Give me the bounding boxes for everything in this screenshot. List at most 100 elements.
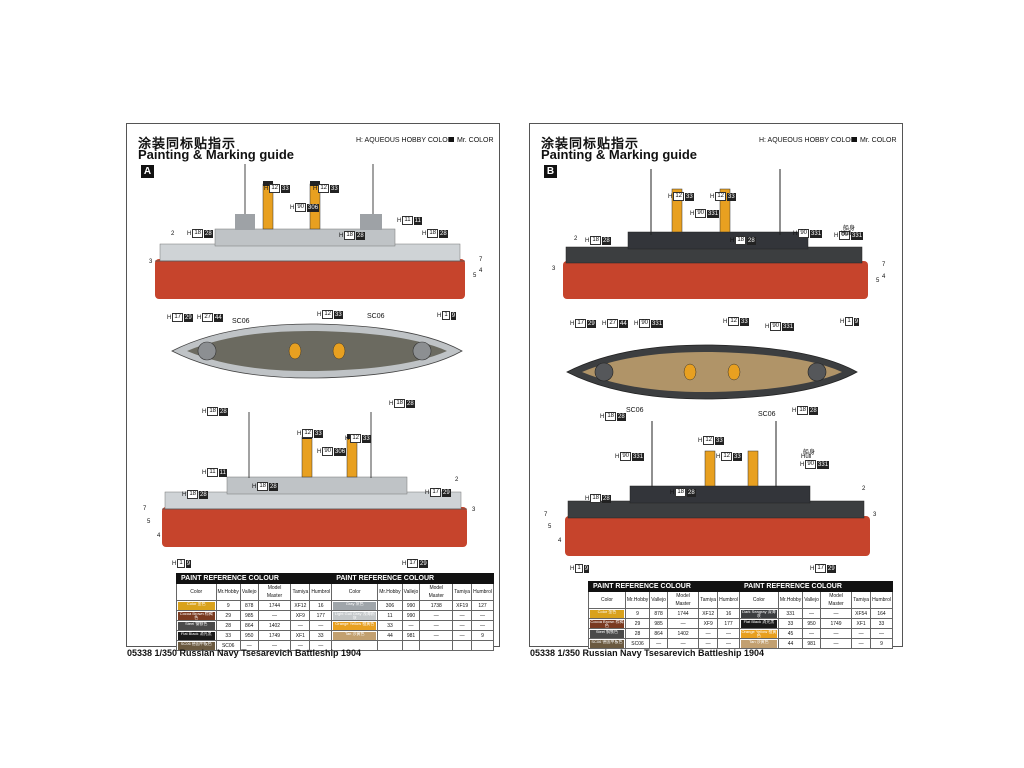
- decal-callout: 4: [479, 268, 483, 274]
- table-cell: 29: [215, 610, 241, 621]
- product-caption: 05338 1/350 Russian Navy Tsesarevich Bat…: [127, 648, 361, 658]
- table-cell: 981: [401, 630, 421, 641]
- color-swatch: Cocoa Brown 棕褐色: [178, 610, 215, 620]
- table-cell: SC06: [624, 638, 651, 649]
- version-badge: B: [544, 165, 557, 178]
- deck-color-label: SC06: [232, 318, 250, 325]
- hull-label-en: Hull: [801, 454, 812, 460]
- decal-callout: 5: [548, 524, 552, 530]
- table-cell: 331: [777, 608, 804, 619]
- table-cell: 33: [215, 630, 241, 641]
- hull-label-cn: 船身: [803, 450, 816, 456]
- color-swatch: Orange Yellow 橙黄色: [741, 628, 777, 638]
- color-swatch-cell: Color 金色: [176, 600, 217, 611]
- table-cell: XF54: [851, 608, 872, 619]
- color-swatch: Color 金色: [590, 609, 624, 618]
- table-cell: —: [851, 638, 872, 649]
- color-swatch-cell: Dark Seagray 深海灰: [739, 608, 779, 619]
- table-cell: 985: [239, 610, 259, 621]
- table-cell: 9: [870, 638, 893, 649]
- ship-top-view: [566, 344, 858, 400]
- title-chinese: 涂装同标贴指示: [541, 136, 640, 151]
- decal-callout: 3: [552, 266, 556, 272]
- table-cell: SC06: [215, 640, 241, 651]
- table-cell: XF9: [290, 610, 311, 621]
- table-title: PAINT REFERENCE COLOUR: [739, 581, 893, 592]
- table-cell: —: [471, 620, 494, 631]
- color-swatch: Light Gull Gray 浅海鸥灰: [333, 610, 377, 620]
- decal-callout: 5: [876, 278, 880, 284]
- table-cell: 990: [401, 610, 421, 621]
- color-swatch-cell: Tan 沙黄色: [739, 638, 779, 649]
- table-cell: 1749: [819, 618, 853, 629]
- painting-guide-sheet-b: 涂装同标贴指示 Painting & Marking guide H: AQUE…: [529, 123, 903, 658]
- mr-color-legend: Mr. COLOR: [449, 137, 494, 144]
- table-cell: 44: [377, 630, 403, 641]
- table-cell: 33: [777, 618, 804, 629]
- color-swatch-cell: SC06 德国甲板色: [588, 638, 626, 649]
- color-swatch: Dark Seagray 深海灰: [741, 608, 777, 618]
- deck-color-label: SC06: [626, 407, 644, 414]
- color-swatch: Tan 沙黄色: [741, 639, 777, 648]
- table-cell: —: [698, 628, 719, 639]
- table-cell: 981: [802, 638, 821, 649]
- title-english: Painting & Marking guide: [541, 147, 698, 162]
- decal-callout: 3: [149, 259, 153, 265]
- color-swatch-cell: Orange Yellow 橙黄色: [331, 620, 379, 631]
- table-cell: 1744: [257, 600, 292, 611]
- table-cell: [471, 640, 494, 651]
- table-cell: 1738: [419, 600, 454, 611]
- table-cell: 878: [649, 608, 668, 619]
- table-cell: 1744: [666, 608, 700, 619]
- color-swatch: Steel 钢铁色: [178, 621, 215, 630]
- table-cell: —: [666, 618, 700, 629]
- deck-area: [187, 330, 447, 372]
- table-cell: 9: [471, 630, 494, 641]
- table-cell: —: [257, 640, 292, 651]
- color-swatch-cell: Color 金色: [588, 608, 626, 619]
- color-swatch: Cocoa Brown 棕褐色: [590, 618, 624, 628]
- table-cell: 177: [309, 610, 333, 621]
- decal-callout: 4: [882, 274, 886, 280]
- decal-callout: 7: [479, 257, 483, 263]
- mr-color-legend: Mr. COLOR: [852, 137, 897, 144]
- decal-callout: 7: [882, 262, 886, 268]
- hull-bottom: [155, 259, 465, 299]
- color-swatch: Orange Yellow 橙黄色: [333, 621, 377, 630]
- table-title: PAINT REFERENCE COLOUR: [175, 573, 333, 584]
- color-swatch: Color 金色: [178, 601, 215, 610]
- table-cell: —: [649, 638, 668, 649]
- version-badge: A: [141, 165, 154, 178]
- table-cell: [377, 640, 403, 651]
- table-cell: —: [309, 620, 333, 631]
- color-swatch-cell: Orange Yellow 橙黄色: [739, 628, 779, 639]
